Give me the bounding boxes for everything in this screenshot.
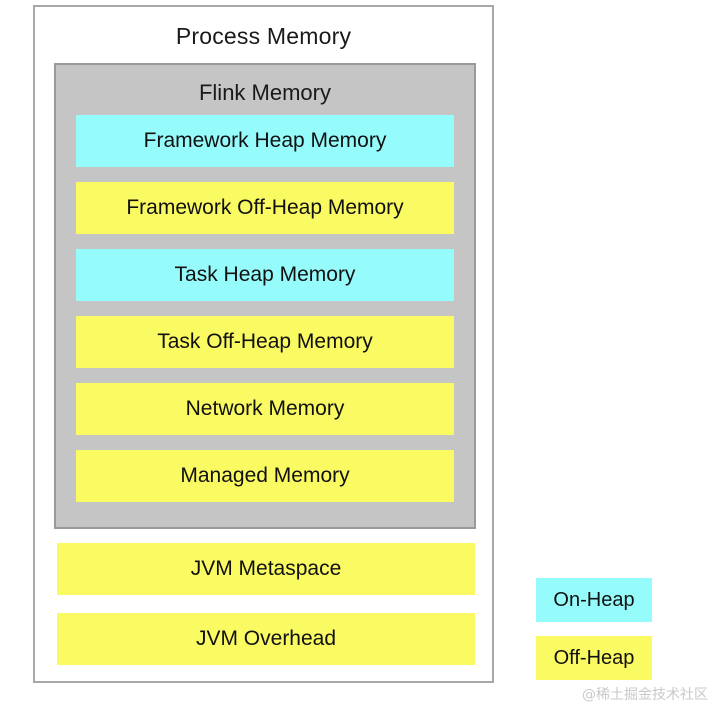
memory-segment: Framework Off-Heap Memory [76,182,454,234]
memory-segment: Network Memory [76,383,454,435]
watermark: @稀土掘金技术社区 [582,687,708,703]
memory-segment-label: Framework Off-Heap Memory [126,196,404,219]
memory-segment-label: JVM Metaspace [190,557,342,580]
flink-memory-title: Flink Memory [198,80,331,105]
memory-segment: Task Heap Memory [76,249,454,301]
memory-segment-label: Task Heap Memory [174,263,356,286]
process-memory-title: Process Memory [175,23,352,49]
process-memory-container: Process Memory Flink Memory Framework He… [33,5,494,683]
memory-segment: Managed Memory [76,450,454,502]
memory-segment-label: Task Off-Heap Memory [157,330,373,353]
memory-segment: JVM Overhead [57,613,475,665]
memory-segment-label: JVM Overhead [195,627,337,650]
memory-segment: Framework Heap Memory [76,115,454,167]
memory-segment: JVM Metaspace [57,543,475,595]
memory-segment-label: Framework Heap Memory [143,129,387,152]
legend-item: Off-Heap [536,636,652,680]
memory-segment: Task Off-Heap Memory [76,316,454,368]
memory-segment-label: Managed Memory [180,464,350,487]
legend-item: On-Heap [536,578,652,622]
legend-item-label: On-Heap [553,588,635,611]
memory-segment-label: Network Memory [185,397,345,420]
legend-item-label: Off-Heap [553,646,635,669]
